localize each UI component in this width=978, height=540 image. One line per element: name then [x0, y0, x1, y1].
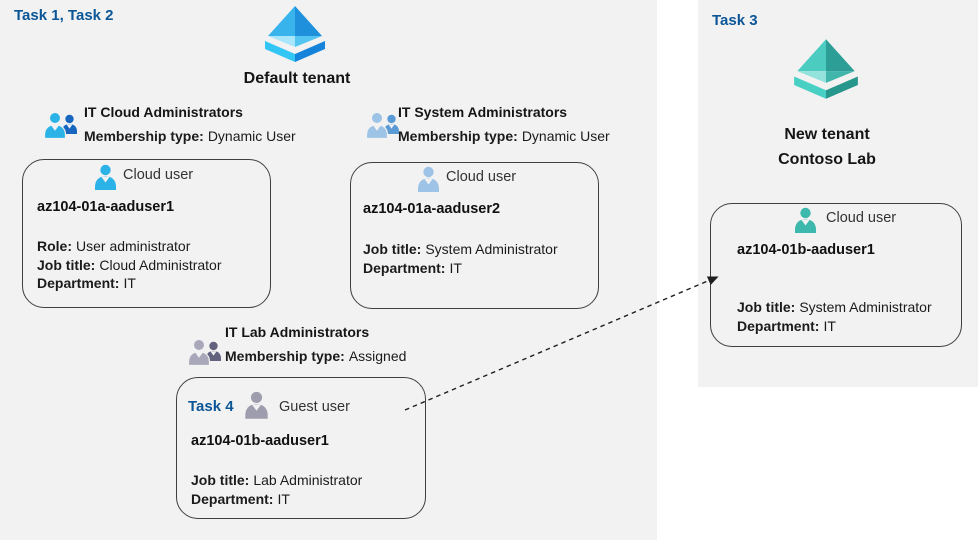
- user-name: az104-01a-aaduser2: [363, 201, 501, 217]
- job-title-line: Job title:Lab Administrator: [191, 472, 363, 488]
- user-type-label: Cloud user: [446, 169, 517, 185]
- azure-ad-pyramid-icon-teal: [794, 39, 858, 99]
- task-1-2-label: Task 1, Task 2: [14, 7, 114, 24]
- role-line: Role:User administrator: [37, 238, 191, 254]
- user-name: az104-01b-aaduser1: [191, 433, 329, 449]
- user-type-label: Cloud user: [826, 210, 897, 226]
- group-title-it-cloud-admins: IT Cloud Administrators: [84, 104, 243, 120]
- membership-type-label: Membership type:: [84, 128, 204, 144]
- department-line: Department:IT: [191, 490, 290, 507]
- cloud-user-icon: [795, 207, 816, 233]
- guest-user-card: [176, 377, 426, 519]
- azure-ad-pyramid-icon: [265, 6, 325, 62]
- user-name: az104-01a-aaduser1: [37, 199, 175, 215]
- group-title-it-system-admins: IT System Administrators: [398, 104, 568, 120]
- user-details: Role:User administrator Job title:Cloud …: [37, 237, 222, 293]
- cloud-user-icon: [418, 166, 439, 192]
- user-name: az104-01b-aaduser1: [737, 242, 875, 258]
- group-people-icon: [365, 111, 399, 140]
- membership-type-line: Membership type:Dynamic User: [84, 128, 296, 144]
- default-tenant-title: Default tenant: [243, 70, 351, 87]
- user-card-aaduser1: [22, 159, 271, 308]
- membership-type-value: Dynamic User: [521, 128, 610, 144]
- new-tenant-title: New tenant Contoso Lab: [727, 122, 927, 172]
- membership-type-line: Membership type:Dynamic User: [398, 128, 610, 144]
- guest-user-icon: [245, 391, 268, 419]
- default-tenant-panel: [0, 0, 657, 540]
- user-details: Job title:System Administrator Departmen…: [363, 240, 558, 277]
- new-tenant-title-line1: New tenant: [784, 126, 870, 143]
- task-3-label: Task 3: [712, 12, 758, 29]
- group-people-icon: [187, 338, 221, 367]
- cloud-user-icon: [95, 164, 116, 190]
- membership-type-label: Membership type:: [225, 348, 345, 364]
- department-line: Department:IT: [737, 317, 836, 334]
- membership-type-label: Membership type:: [398, 128, 518, 144]
- user-type-label: Guest user: [279, 399, 350, 415]
- task-4-label: Task 4: [188, 398, 234, 415]
- membership-type-value: Dynamic User: [207, 128, 296, 144]
- department-line: Department:IT: [37, 275, 136, 291]
- user-type-label: Cloud user: [123, 167, 194, 183]
- job-title-line: Job title:Cloud Administrator: [37, 256, 222, 273]
- group-title-it-lab-admins: IT Lab Administrators: [225, 324, 370, 340]
- new-tenant-title-line2: Contoso Lab: [778, 151, 876, 168]
- group-people-icon: [43, 111, 77, 140]
- membership-type-line: Membership type:Assigned: [225, 348, 406, 364]
- user-details: Job title:Lab Administrator Department:I…: [191, 471, 362, 508]
- job-title-line: Job title:System Administrator: [363, 241, 558, 257]
- new-tenant-user-card: [710, 203, 962, 347]
- job-title-line: Job title:System Administrator: [737, 299, 932, 315]
- membership-type-value: Assigned: [348, 348, 407, 364]
- user-details: Job title:System Administrator Departmen…: [737, 298, 932, 335]
- department-line: Department:IT: [363, 259, 462, 276]
